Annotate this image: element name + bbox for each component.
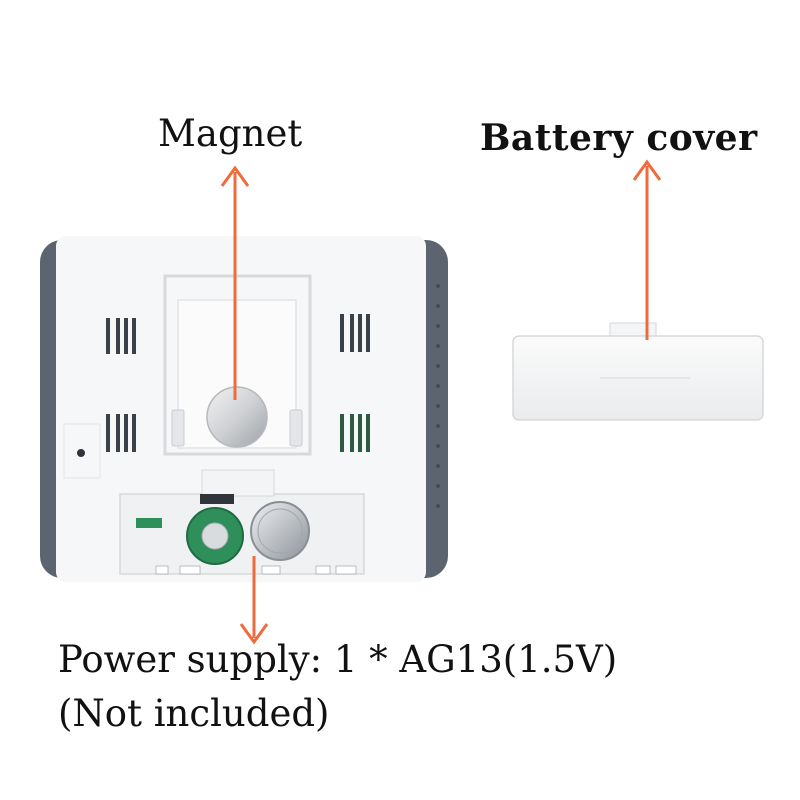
coin-cell-battery (250, 501, 310, 561)
battery-compartment (119, 469, 365, 575)
side-grip (436, 284, 440, 508)
not-included-note: (Not included) (58, 692, 330, 735)
battery-cover-label: Battery cover (480, 117, 758, 159)
vent-bottom-left (106, 414, 136, 452)
vent-top-left (106, 318, 136, 354)
vent-bottom-right (340, 414, 370, 452)
arrow-power-supply (239, 556, 269, 645)
vent-top-right (340, 314, 370, 352)
arrow-battery-cover (632, 159, 662, 340)
reset-hole (77, 449, 85, 457)
battery-cover (512, 322, 764, 421)
arrow-magnet (220, 165, 250, 400)
magnet-label: Magnet (158, 112, 303, 155)
power-supply-label: Power supply: 1 * AG13(1.5V) (58, 638, 618, 681)
magnet-disc (206, 386, 268, 448)
device-back (40, 236, 448, 582)
